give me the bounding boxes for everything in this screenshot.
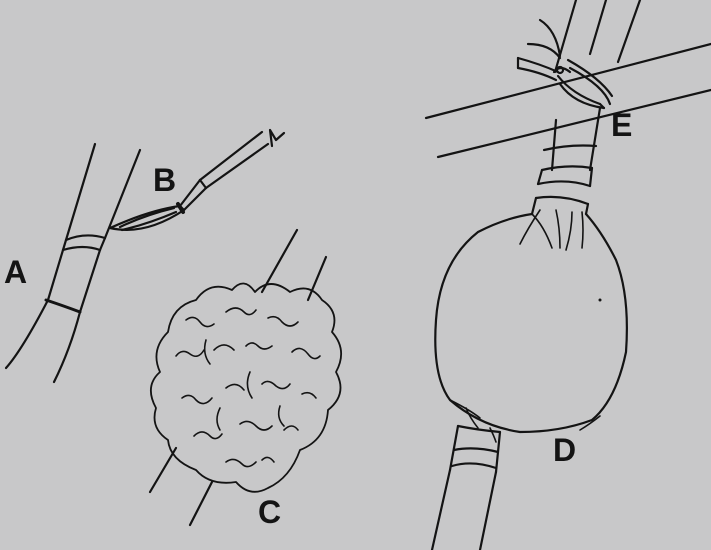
label-e: E	[611, 109, 632, 141]
label-d: D	[553, 434, 576, 466]
figure-d-wrapped-sack	[432, 108, 627, 550]
figure-b-bud-on-stick	[110, 130, 284, 230]
figure-e-crossing-stems	[426, 0, 711, 157]
label-b: B	[153, 164, 176, 196]
label-c: C	[258, 496, 281, 528]
figure-c-cotton-mass	[150, 230, 341, 525]
label-a: A	[4, 256, 27, 288]
